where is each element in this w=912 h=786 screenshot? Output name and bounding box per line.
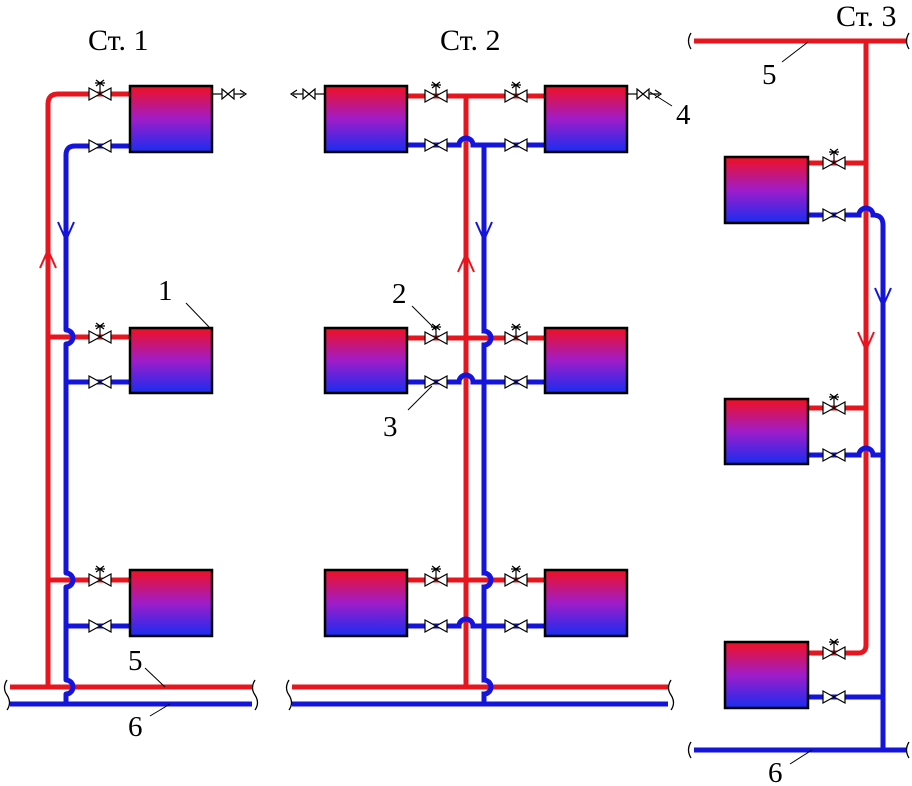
callout-leaders <box>144 41 813 765</box>
supply-valve <box>88 79 112 102</box>
return-valve <box>822 447 846 463</box>
pipe-break-marks <box>3 32 910 759</box>
supply-valve <box>822 638 846 661</box>
radiator <box>723 397 810 466</box>
return-valves <box>88 137 846 705</box>
return-valve <box>88 618 112 634</box>
callout-6-return-main: 6 <box>128 711 143 743</box>
return-main <box>10 701 906 753</box>
supply-valve <box>504 81 528 104</box>
radiator <box>323 84 409 154</box>
supply-valve <box>424 323 448 346</box>
radiator <box>128 326 214 395</box>
riser-3-pipes <box>808 41 886 750</box>
supply-valves <box>88 79 846 661</box>
radiator <box>128 568 214 638</box>
return-valve <box>424 137 448 153</box>
callout-4-air-vent: 4 <box>676 99 691 131</box>
riser-2-pipes <box>407 93 545 704</box>
riser-1-flow-arrows <box>39 221 75 269</box>
radiator <box>323 326 409 395</box>
radiator <box>723 640 810 710</box>
callout-5-supply-main-r3: 5 <box>762 59 777 91</box>
return-valve <box>88 374 112 390</box>
radiator <box>543 568 629 638</box>
radiators <box>128 84 810 710</box>
air-vent <box>627 87 663 101</box>
riser-2-label: Ст. 2 <box>440 24 500 57</box>
callout-2-supply-valve: 2 <box>392 278 407 310</box>
riser-3-label: Ст. 3 <box>836 0 896 33</box>
return-valve <box>88 138 112 154</box>
radiator <box>543 326 629 395</box>
supply-valve <box>88 322 112 345</box>
callout-1-radiator: 1 <box>158 275 173 307</box>
riser-1-pipes <box>45 91 130 704</box>
return-valve <box>424 374 448 390</box>
return-valve <box>822 689 846 705</box>
callout-5-supply-main: 5 <box>128 645 143 677</box>
return-valve <box>424 618 448 634</box>
return-valve <box>504 137 528 153</box>
radiator <box>323 568 409 638</box>
callout-3-return-valve: 3 <box>383 411 398 443</box>
supply-valve <box>822 148 846 171</box>
radiator <box>543 84 629 154</box>
air-vent <box>212 87 248 101</box>
riser-2-flow-arrows <box>457 221 493 273</box>
supply-valve <box>504 565 528 588</box>
supply-valve <box>504 323 528 346</box>
radiator <box>723 155 810 225</box>
return-valve <box>504 618 528 634</box>
callout-6-return-main-r3: 6 <box>768 757 783 786</box>
return-valve <box>822 207 846 223</box>
riser-1-label: Ст. 1 <box>88 24 148 57</box>
air-vent <box>289 87 325 101</box>
supply-valve <box>88 565 112 588</box>
riser-3-flow-arrows <box>857 287 892 353</box>
supply-valve <box>424 81 448 104</box>
supply-valve <box>822 393 846 416</box>
radiator <box>128 84 214 154</box>
return-valve <box>504 374 528 390</box>
supply-valve <box>424 565 448 588</box>
